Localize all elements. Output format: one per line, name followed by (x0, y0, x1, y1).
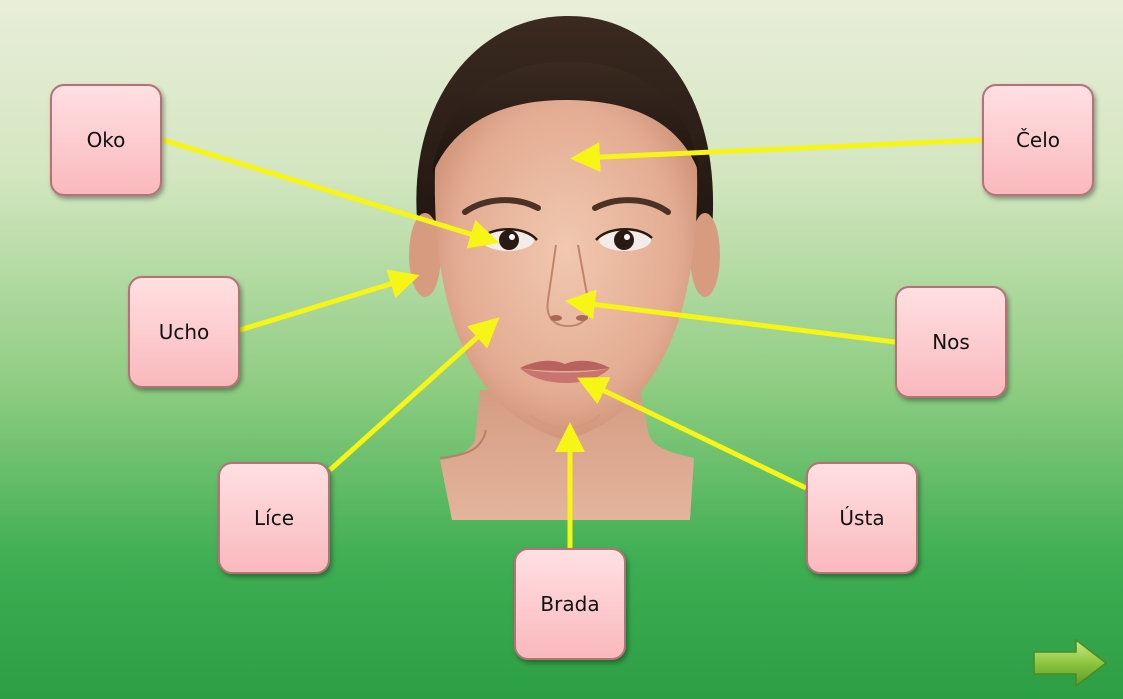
label-oko-text: Oko (87, 128, 126, 152)
label-brada[interactable]: Brada (514, 548, 626, 660)
label-ucho-text: Ucho (159, 320, 210, 344)
label-usta-text: Ústa (839, 506, 884, 530)
label-usta[interactable]: Ústa (806, 462, 918, 574)
next-slide-button[interactable] (1032, 638, 1108, 688)
label-brada-text: Brada (540, 592, 599, 616)
label-nos-text: Nos (932, 330, 970, 354)
right-arrow-icon (1032, 638, 1108, 688)
label-oko[interactable]: Oko (50, 84, 162, 196)
label-celo[interactable]: Čelo (982, 84, 1094, 196)
label-lice[interactable]: Líce (218, 462, 330, 574)
label-celo-text: Čelo (1016, 128, 1060, 152)
label-ucho[interactable]: Ucho (128, 276, 240, 388)
label-nos[interactable]: Nos (895, 286, 1007, 398)
label-lice-text: Líce (254, 506, 294, 530)
